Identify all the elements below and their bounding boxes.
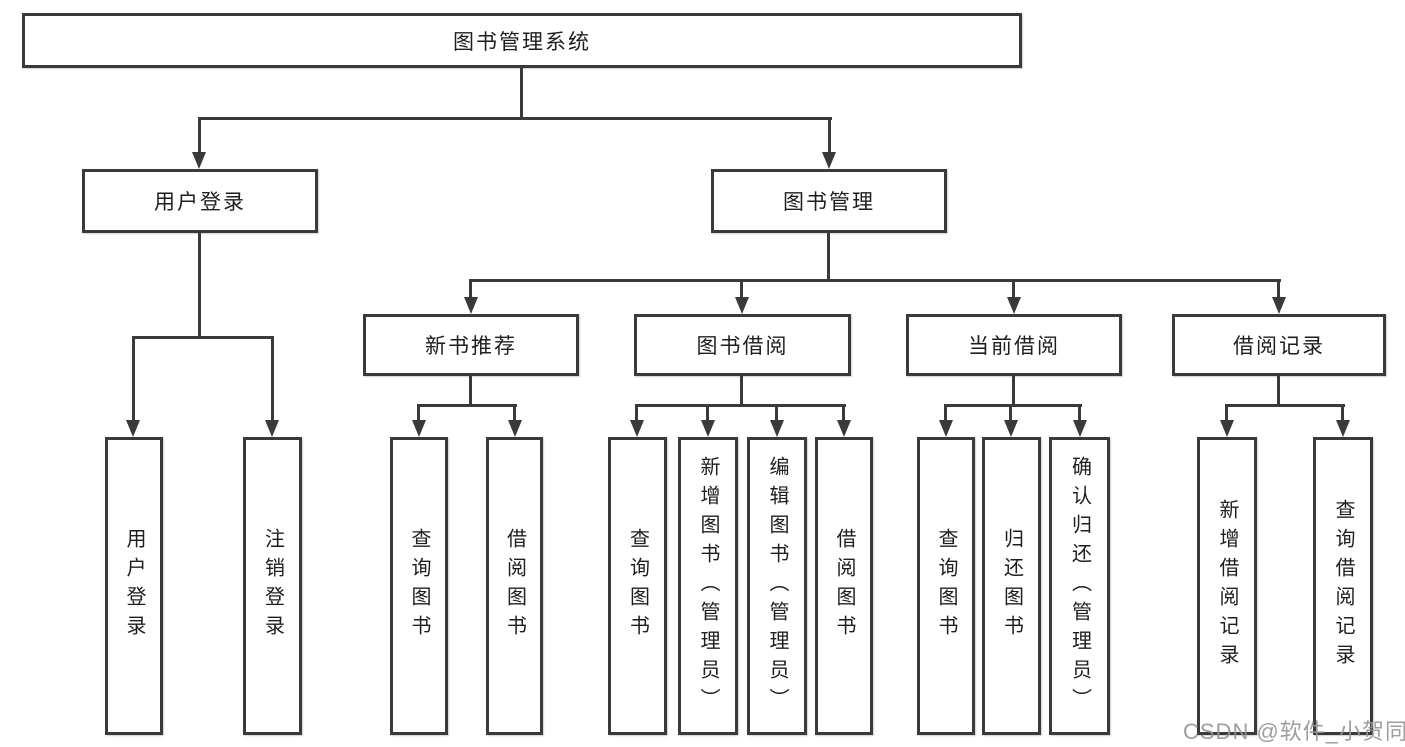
leaf-edit-book-admin: 编辑图书（管理员） — [747, 437, 807, 735]
arrow-down-icon — [701, 420, 715, 437]
node-root: 图书管理系统 — [22, 13, 1022, 68]
leaf-query-borrow-record-label: 查询借阅记录 — [1332, 499, 1354, 673]
arrow-down-icon — [192, 152, 206, 169]
node-book-management-label: 图书管理 — [783, 191, 875, 214]
arrow-down-icon — [1272, 297, 1286, 314]
node-borrow-records: 借阅记录 — [1172, 314, 1386, 376]
node-book-borrow: 图书借阅 — [634, 314, 851, 376]
arrow-down-icon — [630, 420, 644, 437]
connector-line — [469, 279, 1281, 282]
connector-line — [271, 336, 274, 421]
leaf-add-borrow-record-label: 新增借阅记录 — [1216, 499, 1238, 673]
arrow-down-icon — [837, 420, 851, 437]
node-current-borrow-label: 当前借阅 — [968, 335, 1060, 358]
connector-line — [944, 404, 947, 422]
arrow-down-icon — [464, 297, 478, 314]
leaf-query-books-3-label: 查询图书 — [935, 528, 957, 644]
connector-line — [1277, 279, 1280, 299]
connector-line — [775, 404, 778, 422]
leaf-borrow-books-1: 借阅图书 — [486, 437, 543, 735]
arrow-down-icon — [508, 420, 522, 437]
arrow-down-icon — [1220, 420, 1234, 437]
arrow-down-icon — [1336, 420, 1350, 437]
watermark: CSDN @软件_小贺同学 — [1183, 719, 1405, 744]
leaf-query-books-2-label: 查询图书 — [626, 528, 649, 644]
node-new-book-recommend-label: 新书推荐 — [425, 335, 517, 358]
arrow-down-icon — [1007, 297, 1021, 314]
connector-line — [417, 404, 517, 407]
connector-line — [944, 404, 1082, 407]
arrow-down-icon — [412, 420, 426, 437]
node-borrow-records-label: 借阅记录 — [1233, 335, 1325, 358]
connector-line — [198, 232, 201, 338]
arrow-down-icon — [1073, 420, 1087, 437]
connector-line — [1277, 375, 1280, 407]
connector-line — [417, 404, 420, 422]
node-root-label: 图书管理系统 — [453, 30, 591, 54]
leaf-user-login-label: 用户登录 — [123, 528, 145, 644]
connector-line — [740, 279, 743, 299]
connector-line — [469, 279, 472, 299]
node-new-book-recommend: 新书推荐 — [363, 314, 579, 376]
leaf-borrow-books-2: 借阅图书 — [815, 437, 873, 735]
node-current-borrow: 当前借阅 — [906, 314, 1122, 376]
node-book-borrow-label: 图书借阅 — [696, 335, 789, 358]
connector-line — [1009, 404, 1012, 422]
connector-line — [1341, 404, 1344, 422]
connector-line — [635, 404, 846, 407]
leaf-borrow-books-2-label: 借阅图书 — [833, 528, 855, 644]
connector-line — [1225, 404, 1228, 422]
arrow-down-icon — [126, 420, 140, 437]
leaf-query-books-1-label: 查询图书 — [408, 528, 430, 644]
leaf-add-book-admin: 新增图书（管理员） — [678, 437, 738, 735]
connector-line — [828, 117, 831, 154]
leaf-confirm-return-admin-label: 确认归还（管理员） — [1068, 455, 1091, 717]
connector-line — [198, 117, 201, 154]
arrow-down-icon — [735, 297, 749, 314]
leaf-borrow-books-1-label: 借阅图书 — [503, 528, 526, 644]
connector-line — [1012, 279, 1015, 299]
connector-line — [1078, 404, 1081, 422]
connector-line — [132, 336, 274, 339]
leaf-query-books-2: 查询图书 — [608, 437, 667, 735]
connector-line — [1012, 375, 1015, 407]
arrow-down-icon — [770, 420, 784, 437]
arrow-down-icon — [265, 420, 279, 437]
connector-line — [740, 375, 743, 407]
connector-line — [842, 404, 845, 422]
leaf-query-books-3: 查询图书 — [917, 437, 975, 735]
connector-line — [635, 404, 638, 422]
leaf-add-book-admin-label: 新增图书（管理员） — [697, 455, 719, 717]
leaf-logout: 注销登录 — [243, 437, 302, 735]
leaf-query-books-1: 查询图书 — [390, 437, 448, 735]
leaf-return-book: 归还图书 — [982, 437, 1041, 735]
node-user-login-label: 用户登录 — [154, 191, 246, 214]
leaf-confirm-return-admin: 确认归还（管理员） — [1049, 437, 1110, 735]
arrow-down-icon — [822, 152, 836, 169]
leaf-add-borrow-record: 新增借阅记录 — [1197, 437, 1257, 735]
connector-line — [469, 375, 472, 407]
connector-line — [513, 404, 516, 422]
connector-line — [706, 404, 709, 422]
connector-line — [520, 66, 523, 119]
node-user-login: 用户登录 — [82, 169, 318, 233]
connector-line — [198, 117, 832, 120]
connector-line — [827, 232, 830, 281]
arrow-down-icon — [939, 420, 953, 437]
connector-line — [1225, 404, 1345, 407]
arrow-down-icon — [1004, 420, 1018, 437]
connector-line — [132, 336, 135, 421]
leaf-return-book-label: 归还图书 — [1000, 528, 1023, 644]
leaf-edit-book-admin-label: 编辑图书（管理员） — [766, 455, 788, 717]
leaf-user-login: 用户登录 — [105, 437, 163, 735]
node-book-management: 图书管理 — [711, 169, 947, 233]
leaf-query-borrow-record: 查询借阅记录 — [1313, 437, 1373, 735]
leaf-logout-label: 注销登录 — [261, 528, 284, 644]
